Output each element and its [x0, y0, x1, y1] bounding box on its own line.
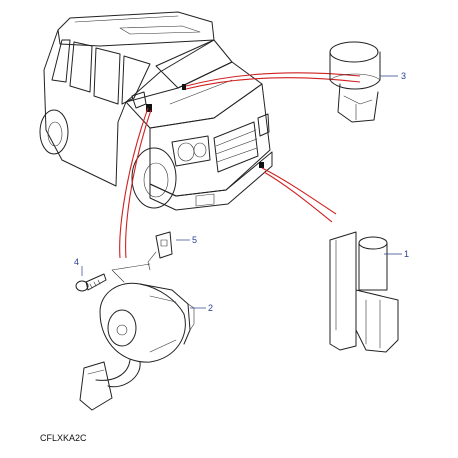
- part-washer-jet-1: [329, 231, 399, 353]
- callout-number-1: 1: [404, 249, 409, 259]
- callout-number-5: 5: [192, 235, 197, 245]
- part-clip-5: [147, 231, 173, 271]
- callout-number-2: 2: [208, 303, 213, 313]
- part-washer-pump-2: [79, 263, 195, 411]
- callout-number-3: 3: [401, 71, 406, 81]
- reference-code: CFLXKA2C: [40, 433, 87, 443]
- callout-number-4: 4: [74, 257, 79, 267]
- part-screw-4: [75, 273, 107, 292]
- part-washer-jet-3: [329, 41, 381, 123]
- vehicle-illustration: [39, 11, 273, 211]
- callout-leaders: [81, 75, 402, 309]
- location-lines: [119, 72, 361, 259]
